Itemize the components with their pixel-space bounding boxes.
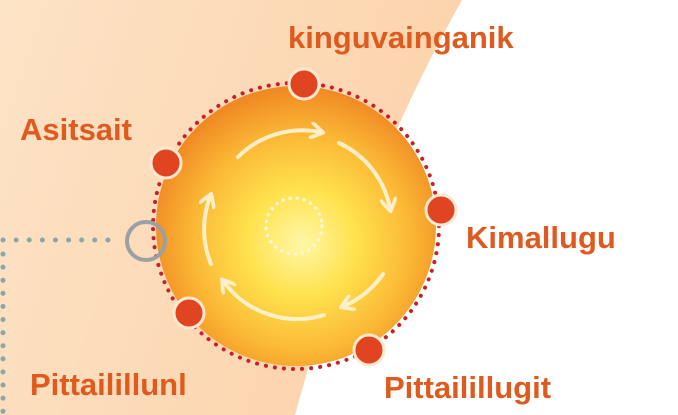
node-right — [426, 195, 456, 225]
label-right: Kimallugu — [466, 222, 616, 253]
label-lower-left: Pittailillunl — [30, 369, 187, 400]
node-lower-left — [174, 298, 204, 328]
label-top: kinguvainganik — [288, 22, 514, 53]
node-upper-left — [151, 148, 181, 178]
label-lower-right: Pittailillugit — [384, 372, 551, 403]
label-upper-left: Asitsait — [20, 114, 132, 145]
node-lower-right — [354, 335, 384, 365]
node-top — [289, 69, 319, 99]
